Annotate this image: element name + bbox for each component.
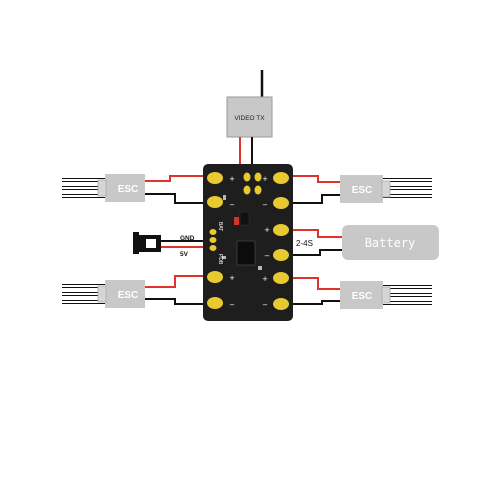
battery-cells-label: 2-4S	[296, 239, 313, 248]
battery-label: Battery	[365, 236, 416, 250]
svg-text:−: −	[262, 301, 268, 309]
wire-br-black	[293, 300, 340, 305]
esc-top-right: ESC	[340, 175, 391, 203]
pdb-tag-b: PDB	[217, 254, 223, 265]
wire-tr-red	[293, 175, 340, 183]
pdb-polarity-marks: + − + − + − + − + −	[229, 175, 270, 309]
wire-br-red	[293, 277, 340, 290]
svg-text:−: −	[229, 201, 235, 209]
pdb-cap-1	[223, 195, 226, 200]
svg-text:−: −	[264, 252, 270, 260]
pdb-board: + − + − + − + − + − BAT PDB	[203, 164, 293, 321]
gnd-label: GND	[180, 235, 195, 242]
motor-leads-br	[383, 285, 432, 305]
wire-battery-black	[293, 249, 342, 256]
five-volt-connector: GND 5V	[133, 232, 195, 258]
esc-top-left: ESC	[97, 174, 145, 202]
esc-wires	[145, 175, 342, 305]
pdb-cap-2	[222, 256, 226, 259]
five-volt-label: 5V	[180, 251, 189, 258]
pdb-regulator	[236, 240, 256, 266]
wire-tr-black	[293, 194, 340, 204]
pdb-pads-center	[209, 172, 262, 251]
esc-top-left-label: ESC	[118, 184, 139, 195]
svg-text:−: −	[262, 201, 268, 209]
svg-text:+: +	[229, 175, 235, 183]
esc-bottom-left-label: ESC	[118, 290, 139, 301]
pdb-red-led	[234, 217, 239, 225]
wire-bl-black	[145, 298, 205, 305]
svg-text:+: +	[229, 274, 235, 282]
wire-tl-red	[145, 175, 205, 182]
esc-bottom-right-label: ESC	[352, 291, 373, 302]
video-tx-module: VIDEO TX	[226, 70, 273, 168]
pdb-pads-left	[207, 172, 223, 309]
video-tx-box	[226, 96, 273, 138]
svg-text:+: +	[262, 175, 268, 183]
battery: Battery 2-4S	[296, 225, 439, 260]
pdb-tag-a: BAT	[217, 222, 223, 231]
video-tx-label: VIDEO TX	[234, 115, 265, 122]
wire-tl-black	[145, 193, 205, 204]
svg-text:+: +	[264, 226, 270, 234]
wire-bl-red	[145, 275, 205, 288]
esc-top-right-label: ESC	[352, 185, 373, 196]
pdb-cap-3	[258, 266, 262, 270]
esc-bottom-left: ESC	[97, 280, 145, 308]
svg-text:−: −	[229, 301, 235, 309]
svg-text:+: +	[262, 275, 268, 283]
wire-battery-red	[293, 229, 342, 238]
pdb-pads-right	[273, 172, 289, 310]
motor-leads-tr	[383, 178, 432, 198]
esc-bottom-right: ESC	[340, 281, 391, 309]
pdb-chip-small	[239, 211, 250, 226]
